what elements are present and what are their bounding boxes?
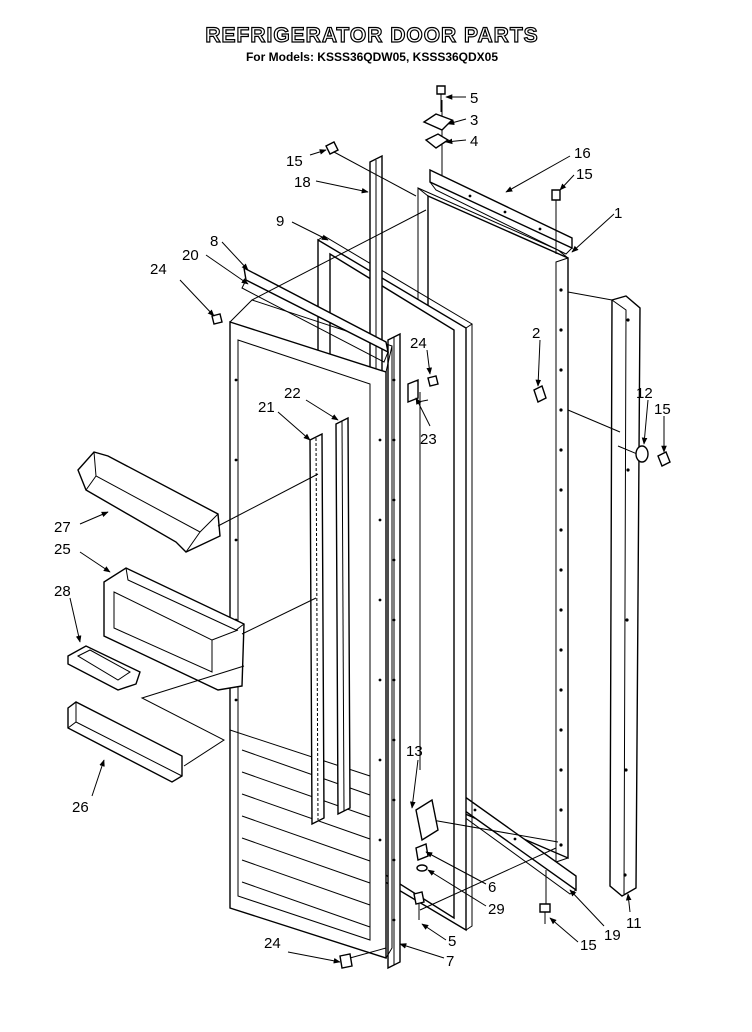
callout-labels: 5 3 4 15 16 18 15 9 1 8 20 24 24 2 22 12… <box>54 90 671 970</box>
callout-15-bottom: 15 <box>580 937 597 954</box>
callout-23: 23 <box>420 431 437 448</box>
callout-11: 11 <box>626 915 642 932</box>
callout-22: 22 <box>284 385 301 402</box>
callout-29: 29 <box>488 901 505 918</box>
callout-leaders <box>69 94 667 964</box>
callout-13: 13 <box>406 743 423 760</box>
callout-28: 28 <box>54 583 71 600</box>
part-7-vertical-strip <box>387 332 401 970</box>
callout-25: 25 <box>54 541 71 558</box>
callout-6: 6 <box>488 879 496 896</box>
callout-15-top-left: 15 <box>286 153 303 170</box>
part-22-inner-strip <box>335 416 351 816</box>
diagram-subtitle: For Models: KSSS36QDW05, KSSS36QDX05 <box>246 50 498 64</box>
callout-1: 1 <box>614 205 622 222</box>
part-28-drip-tray <box>67 645 141 691</box>
callout-24-left: 24 <box>150 261 167 278</box>
callout-24-bottom: 24 <box>264 935 281 952</box>
callout-21: 21 <box>258 399 275 416</box>
callout-20: 20 <box>182 247 199 264</box>
part-27-door-shelf-bin <box>77 451 221 553</box>
callout-5-top: 5 <box>470 90 478 107</box>
callout-3: 3 <box>470 112 478 129</box>
callout-9: 9 <box>276 213 284 230</box>
callout-15-top-right: 15 <box>576 166 593 183</box>
part-25-dispenser-housing <box>103 567 245 691</box>
callout-12: 12 <box>636 385 653 402</box>
callout-16: 16 <box>574 145 591 162</box>
callout-8: 8 <box>210 233 218 250</box>
callout-4: 4 <box>470 133 478 150</box>
part-26-front-trim <box>67 701 183 783</box>
callout-2: 2 <box>532 325 540 342</box>
callout-5-bottom: 5 <box>448 933 456 950</box>
callout-15-right: 15 <box>654 401 671 418</box>
callout-7: 7 <box>446 953 454 970</box>
part-21-inner-strip <box>309 432 325 826</box>
hardware-screws <box>211 85 671 969</box>
callout-19: 19 <box>604 927 621 944</box>
part-2-door-stop <box>533 385 547 403</box>
callout-24-middle: 24 <box>410 335 427 352</box>
part-11-side-trim <box>609 295 641 897</box>
callout-18: 18 <box>294 174 311 191</box>
diagram-title: REFRIGERATOR DOOR PARTS <box>205 24 538 47</box>
callout-26: 26 <box>72 799 89 816</box>
callout-27: 27 <box>54 519 71 536</box>
part-16-top-channel <box>429 168 573 255</box>
